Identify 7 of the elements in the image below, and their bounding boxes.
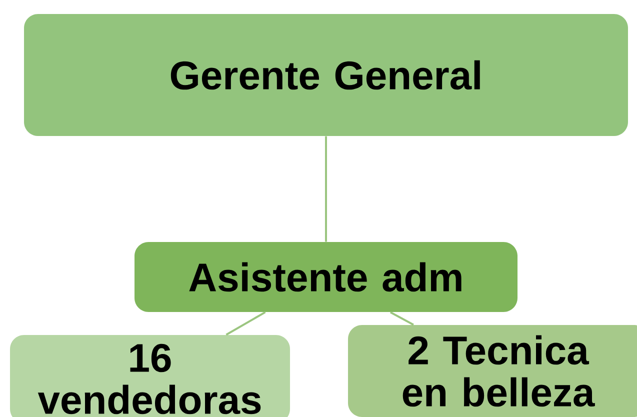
connector-line <box>325 136 327 242</box>
org-box: 2 Tecnica en belleza <box>348 325 637 417</box>
connector-line <box>226 311 266 336</box>
org-box: 16 vendedoras <box>10 335 290 417</box>
org-box: Gerente General <box>24 14 628 136</box>
org-box: Asistente adm <box>134 242 518 312</box>
connector-line <box>390 311 414 326</box>
